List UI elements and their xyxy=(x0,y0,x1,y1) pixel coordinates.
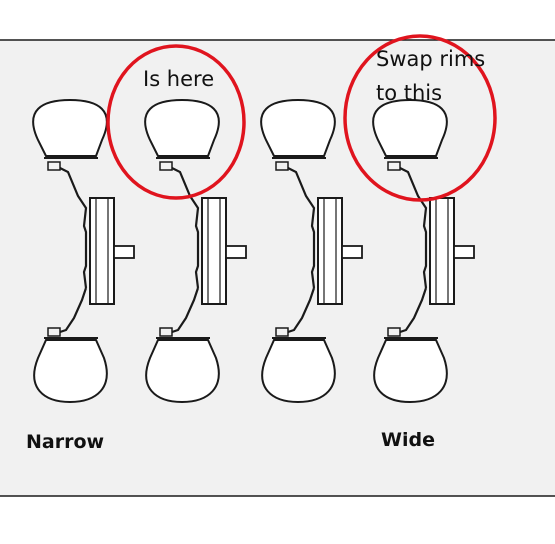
annotation-swap-rims: Swap rims xyxy=(376,47,485,71)
label-narrow: Narrow xyxy=(26,431,104,453)
annotation-circle-target xyxy=(343,34,497,202)
annotation-is-here: Is here xyxy=(143,67,214,91)
annotation-to-this: to this xyxy=(376,81,442,105)
annotation-circle-current xyxy=(106,44,246,200)
label-wide: Wide xyxy=(381,429,435,451)
